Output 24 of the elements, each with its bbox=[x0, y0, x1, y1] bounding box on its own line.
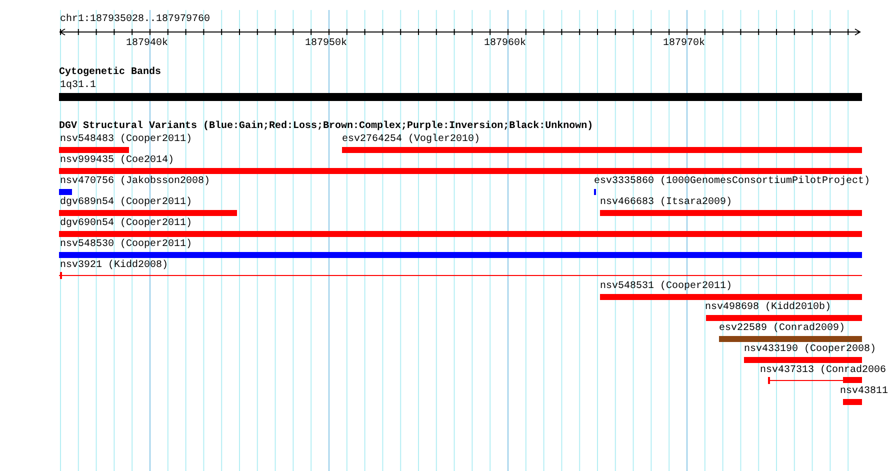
variant-label: nsv3921 (Kidd2008) bbox=[60, 260, 168, 272]
tick-label: 187940k bbox=[126, 38, 168, 50]
variant-label: nsv548530 (Cooper2011) bbox=[60, 239, 192, 251]
tick-label: 187950k bbox=[305, 38, 348, 50]
tick-label: 187960k bbox=[484, 38, 526, 50]
band-label: 1q31.1 bbox=[60, 80, 96, 92]
track-heading: Cytogenetic Bands bbox=[59, 67, 162, 79]
tick-label: 187970k bbox=[663, 38, 706, 50]
variant-label: esv22589 (Conrad2009) bbox=[719, 323, 846, 335]
variant-label: nsv466683 (Itsara2009) bbox=[600, 197, 732, 209]
variant-label: nsv548483 (Cooper2011) bbox=[60, 134, 192, 146]
variant-label: esv2764254 (Vogler2010) bbox=[342, 134, 480, 146]
variant-label: nsv999435 (Coe2014) bbox=[60, 155, 174, 167]
variant-label: esv3335860 (1000GenomesConsortiumPilotProject) bbox=[594, 176, 870, 188]
variant-label: dgv689n54 (Cooper2011) bbox=[60, 197, 192, 209]
variant-label: nsv498698 (Kidd2010b) bbox=[705, 302, 832, 314]
variant-label: nsv548531 (Cooper2011) bbox=[600, 281, 732, 293]
variant-label: nsv437313 (Conrad2006 bbox=[760, 365, 886, 377]
variant-label: nsv43811 bbox=[840, 386, 888, 398]
variant-label: nsv470756 (Jakobsson2008) bbox=[60, 176, 210, 188]
track-heading: DGV Structural Variants (Blue:Gain;Red:Loss;Brown:Complex;Purple:Inversion;Black:Unknown) bbox=[59, 121, 594, 133]
variant-label: dgv690n54 (Cooper2011) bbox=[60, 218, 192, 230]
variant-label: nsv433190 (Cooper2008) bbox=[744, 344, 876, 356]
coordinate-range: chr1:187935028..187979760 bbox=[60, 14, 210, 26]
